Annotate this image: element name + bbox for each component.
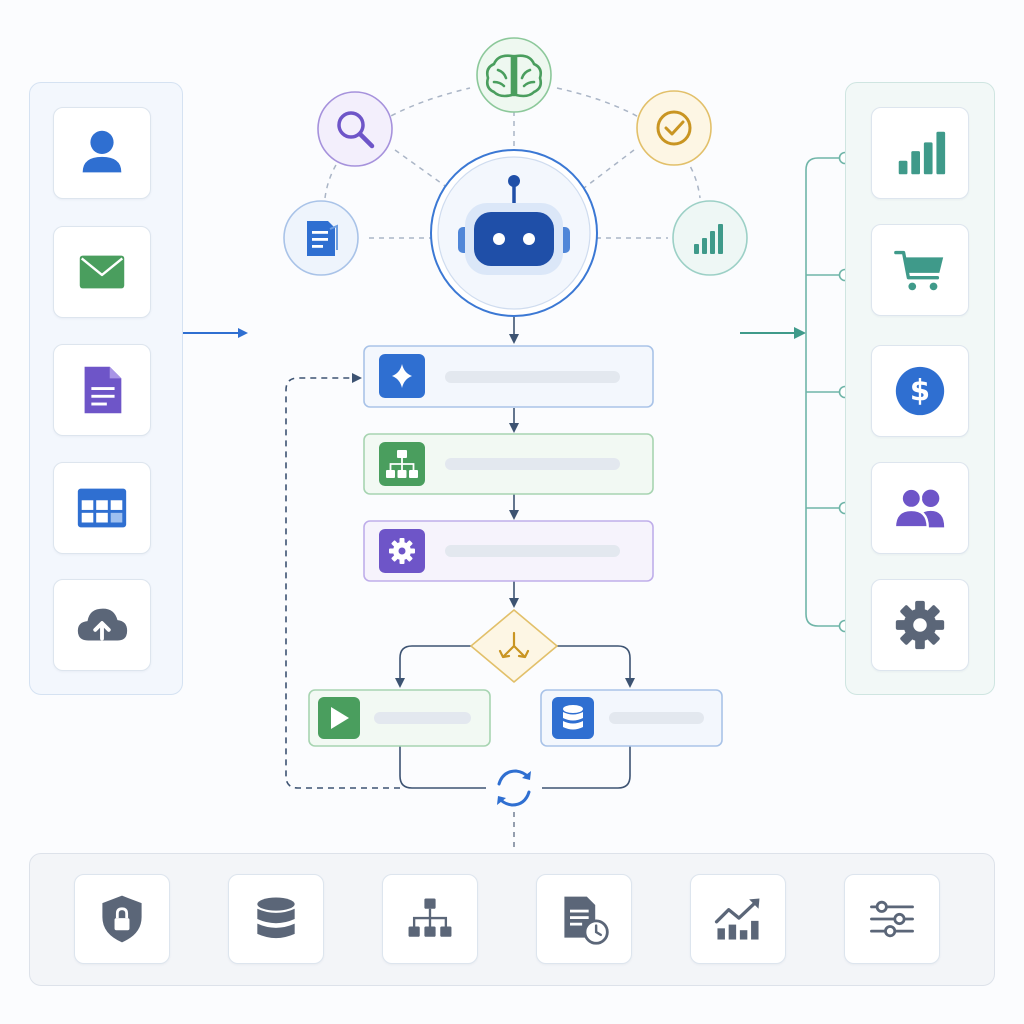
agent-cluster: [283, 37, 748, 317]
input-table[interactable]: [53, 462, 151, 554]
foundation-logs[interactable]: [536, 874, 632, 964]
output-commerce[interactable]: [871, 224, 969, 316]
input-user[interactable]: [53, 107, 151, 199]
input-sources-panel: [29, 82, 183, 695]
pipeline-step-2[interactable]: [363, 433, 654, 495]
robot-icon: [458, 175, 570, 275]
document-clock-icon: [564, 896, 609, 945]
feedback-loop: [285, 373, 400, 789]
input-mail[interactable]: [53, 226, 151, 318]
decision-node[interactable]: [470, 609, 558, 683]
svg-text:$: $: [910, 374, 930, 408]
foundation-configuration[interactable]: [844, 874, 940, 964]
cart-icon: [894, 250, 944, 291]
sparkle-icon: [392, 364, 412, 388]
bar-chart-icon: [694, 224, 723, 254]
document-icon: [84, 366, 122, 414]
branch-database[interactable]: [540, 689, 723, 747]
document-lines-icon: [307, 221, 338, 256]
hierarchy-icon: [408, 898, 452, 937]
pipeline-step-3[interactable]: [363, 520, 654, 582]
dollar-icon: $: [895, 366, 945, 416]
metrics-node[interactable]: [672, 200, 748, 276]
trend-chart-icon: [714, 898, 760, 940]
input-document[interactable]: [53, 344, 151, 436]
outputs-panel: $: [845, 82, 995, 695]
output-settings[interactable]: [871, 579, 969, 671]
output-analytics[interactable]: [871, 107, 969, 199]
document-node[interactable]: [283, 200, 359, 276]
play-icon: [331, 707, 349, 729]
check-circle-icon: [656, 110, 692, 146]
brain-node[interactable]: [476, 37, 552, 113]
foundation-security[interactable]: [74, 874, 170, 964]
user-icon: [82, 130, 122, 173]
shield-lock-icon: [102, 895, 142, 943]
pipeline-arrows: [395, 317, 635, 789]
mail-icon: [79, 255, 125, 289]
split-arrows-icon: [498, 631, 530, 659]
output-team[interactable]: [871, 462, 969, 554]
database-icon: [257, 897, 295, 939]
foundation-panel: [29, 853, 995, 986]
table-icon: [77, 488, 127, 528]
foundation-structure[interactable]: [382, 874, 478, 964]
search-node[interactable]: [317, 91, 393, 167]
step-placeholder-bar: [445, 545, 620, 557]
refresh-icon: [497, 769, 531, 807]
foundation-monitoring[interactable]: [690, 874, 786, 964]
cloud-upload-icon: [77, 608, 128, 641]
sliders-icon: [870, 900, 914, 938]
input-cloud[interactable]: [53, 579, 151, 671]
step-placeholder-bar: [445, 371, 620, 383]
gear-icon: [895, 600, 945, 650]
bar-chart-icon: [898, 131, 946, 175]
pipeline-step-1[interactable]: [363, 345, 654, 408]
check-node[interactable]: [636, 90, 712, 166]
loop-node[interactable]: [492, 766, 536, 810]
agent-core[interactable]: [430, 149, 598, 317]
step-placeholder-bar: [445, 458, 620, 470]
search-icon: [337, 111, 375, 149]
foundation-storage[interactable]: [228, 874, 324, 964]
output-finance[interactable]: $: [871, 345, 969, 437]
hierarchy-icon: [386, 450, 418, 478]
branch-placeholder-bar: [374, 712, 471, 724]
users-icon: [893, 487, 945, 529]
branch-placeholder-bar: [609, 712, 704, 724]
database-icon: [563, 705, 583, 730]
brain-icon: [485, 54, 543, 98]
branch-play[interactable]: [308, 689, 491, 747]
pipeline: [308, 345, 723, 810]
